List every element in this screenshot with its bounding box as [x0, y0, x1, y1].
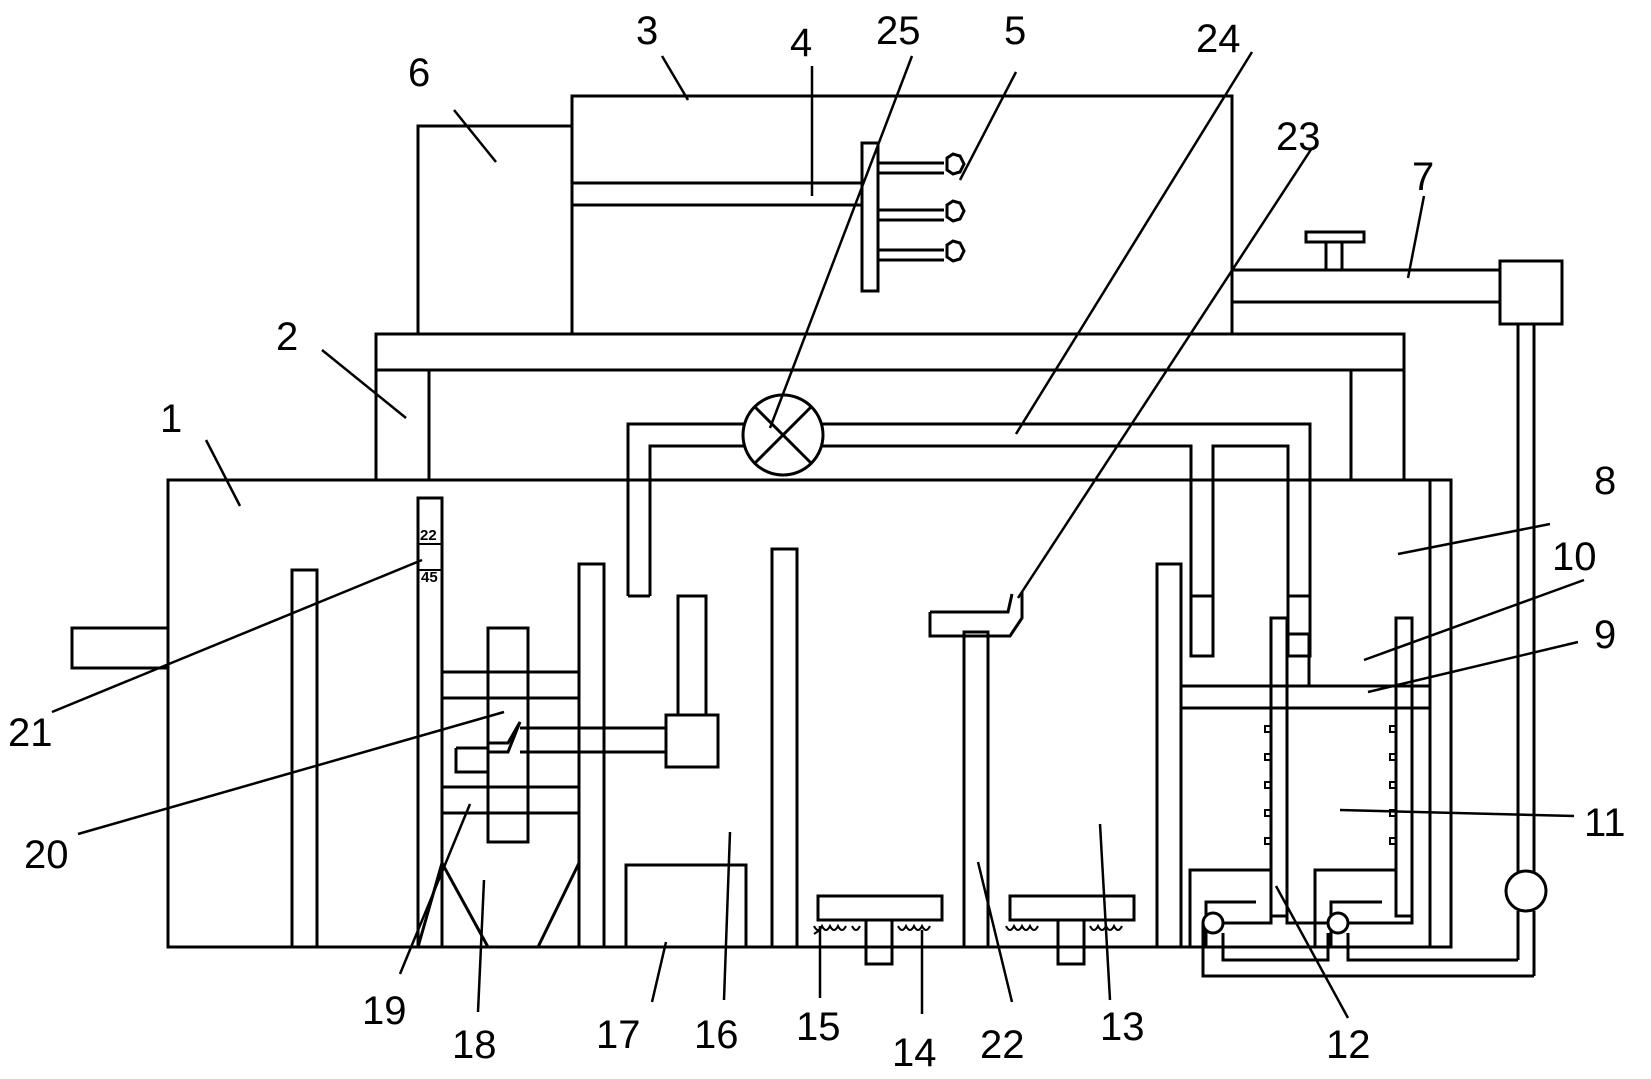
callout-18: 18 [452, 1023, 497, 1067]
post-21 [416, 496, 444, 949]
brush-unit-15 [813, 894, 944, 966]
baffle-left [290, 568, 319, 949]
chute-18 [416, 862, 581, 948]
callout-2: 2 [276, 315, 298, 359]
callout-11: 11 [1584, 801, 1626, 845]
plate-10-right [1389, 616, 1414, 918]
callout-3: 3 [636, 9, 658, 53]
brush-unit-13 [1005, 894, 1136, 966]
callout-19: 19 [362, 989, 407, 1033]
manifold-pipes [1201, 911, 1534, 978]
box-6 [416, 124, 574, 336]
mark-45: 45 [421, 569, 438, 586]
callout-13: 13 [1100, 1005, 1145, 1049]
frame-2 [374, 332, 1406, 480]
rod-4 [572, 181, 862, 207]
leader-lines [51, 51, 1585, 1019]
tray-17 [624, 863, 748, 949]
callout-23: 23 [1276, 115, 1321, 159]
callout-16: 16 [694, 1013, 739, 1057]
callout-4: 4 [790, 21, 812, 65]
outlet-pipe [70, 626, 170, 670]
assembly-19-20 [442, 594, 720, 844]
callout-8: 8 [1594, 459, 1616, 503]
mark-22: 22 [420, 527, 437, 544]
tank-1 [166, 478, 1453, 949]
callout-20: 20 [24, 833, 69, 877]
post-21-marks: 22 45 [420, 527, 438, 586]
callout-25: 25 [876, 9, 921, 53]
callout-5: 5 [1004, 9, 1026, 53]
center-post-22 [928, 592, 1024, 949]
callout-1: 1 [160, 397, 182, 441]
callout-9: 9 [1594, 613, 1616, 657]
callout-6: 6 [408, 51, 430, 95]
callout-21: 21 [8, 711, 53, 755]
valve-25 [741, 393, 825, 477]
pipe-7 [1232, 230, 1564, 976]
partition-9 [1181, 684, 1430, 710]
wall-8 [1428, 478, 1453, 949]
callout-15: 15 [796, 1005, 841, 1049]
callouts: 1 2 3 4 5 6 7 8 9 10 11 12 13 14 15 16 1… [8, 9, 1626, 1075]
baffle-16 [770, 547, 799, 949]
callout-17: 17 [596, 1013, 641, 1057]
callout-14: 14 [892, 1031, 937, 1075]
callout-7: 7 [1412, 155, 1434, 199]
housing-3 [570, 94, 1234, 336]
callout-22: 22 [980, 1023, 1025, 1067]
callout-12: 12 [1326, 1023, 1371, 1067]
pipe-24 [626, 422, 1312, 658]
baffle-13 [1155, 562, 1183, 949]
callout-24: 24 [1196, 17, 1241, 61]
baffle-right [577, 562, 606, 949]
plate-25-bracket [860, 141, 880, 293]
nozzles-5 [878, 152, 966, 263]
callout-10: 10 [1552, 535, 1597, 579]
plate-12-left [1264, 616, 1311, 918]
